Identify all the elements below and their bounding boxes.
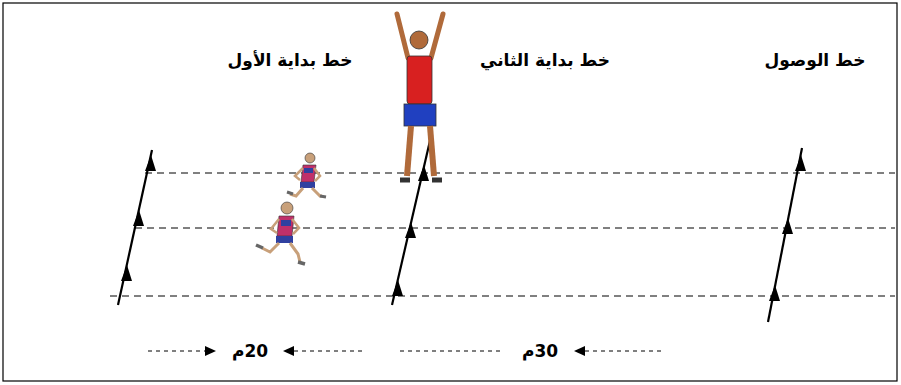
- starter-figure: [397, 14, 443, 180]
- line-label: خط بداية الأول: [225, 50, 356, 70]
- runner-figure: [256, 202, 305, 264]
- line-arrowheads: [121, 155, 806, 301]
- start-finish-lines: [118, 132, 802, 322]
- dimension-label: 30م: [519, 341, 561, 361]
- runner-figure: [287, 153, 326, 197]
- line-label: خط بداية الثاني: [477, 50, 613, 70]
- frame: [3, 3, 897, 381]
- dimension-arrows: [148, 346, 665, 356]
- line-label: خط الوصول: [761, 50, 868, 70]
- dimension-label: 20م: [229, 341, 271, 361]
